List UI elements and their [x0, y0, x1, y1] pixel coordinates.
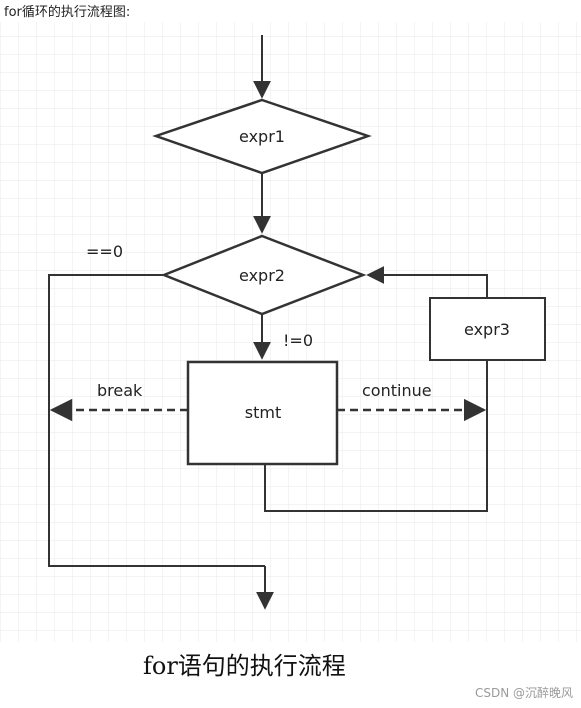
page-header-text: for循环的执行流程图: [4, 5, 131, 20]
expr3-box [429, 297, 546, 361]
edge-expr3-to-expr2 [366, 266, 488, 298]
break-label: break [97, 381, 143, 400]
stmt-box [186, 360, 339, 466]
expr3-label: expr3 [464, 320, 510, 339]
true-branch-label: !=0 [283, 331, 313, 350]
expr1-label: expr1 [239, 127, 285, 146]
stmt-label: stmt [245, 403, 281, 422]
watermark: CSDN @沉醉晚风 [474, 686, 573, 700]
diagram-caption: for语句的执行流程 [143, 652, 346, 680]
edge-stmt-to-expr3 [264, 361, 488, 512]
edge-false-branch [48, 274, 265, 567]
false-branch-label: ==0 [86, 242, 123, 261]
continue-label: continue [362, 381, 432, 400]
expr2-label: expr2 [239, 266, 285, 285]
